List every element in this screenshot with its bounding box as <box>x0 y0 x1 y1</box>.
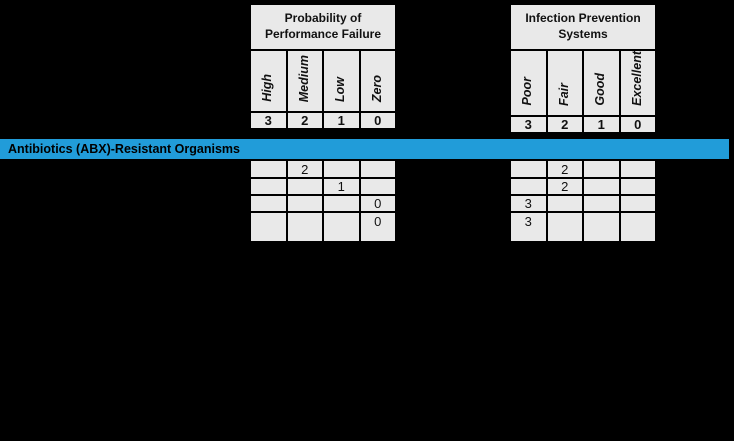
matrix-cell <box>509 159 548 179</box>
table-row: 0 <box>249 194 397 213</box>
matrix-cell <box>358 177 397 196</box>
column-header-cell: Excellent <box>618 49 657 117</box>
matrix-cell <box>322 194 361 213</box>
matrix-cell <box>249 159 288 179</box>
matrix-cell <box>618 159 657 179</box>
matrix-cell: 0 <box>358 211 397 243</box>
column-header-label: Poor <box>520 77 535 106</box>
matrix-cell <box>618 211 657 243</box>
column-header-label: Low <box>333 77 348 102</box>
matrix-cell: 2 <box>285 159 324 179</box>
matrix-cell <box>322 159 361 179</box>
matrix-cell <box>249 177 288 196</box>
table-row: 2 <box>249 159 397 179</box>
column-header-label: Good <box>593 73 608 106</box>
table-row: 3 <box>509 194 657 213</box>
table-row: 0 <box>249 211 397 243</box>
matrix-cell <box>582 211 621 243</box>
table-row: 1 <box>249 177 397 196</box>
column-header-cell: Zero <box>358 49 397 113</box>
matrix-cell <box>618 194 657 213</box>
matrix-cell <box>322 211 361 243</box>
matrix-cell <box>545 194 584 213</box>
column-score-value: 0 <box>358 111 397 130</box>
category-banner: Antibiotics (ABX)-Resistant Organisms <box>0 139 729 159</box>
column-score-value: 3 <box>249 111 288 130</box>
column-header-cell: Good <box>582 49 621 117</box>
matrix-cell: 1 <box>322 177 361 196</box>
table-row: 2 <box>509 159 657 179</box>
matrix-cell <box>582 194 621 213</box>
matrix-cell: 2 <box>545 177 584 196</box>
matrix-cell: 0 <box>358 194 397 213</box>
column-header-cell: High <box>249 49 288 113</box>
matrix-cell: 3 <box>509 194 548 213</box>
column-score-value: 3 <box>509 114 548 134</box>
column-header-label: Zero <box>369 74 384 102</box>
column-header-cell: Fair <box>545 49 584 117</box>
column-header-label: Fair <box>556 82 571 106</box>
matrix-cell <box>285 194 324 213</box>
table-row: 2 <box>509 177 657 196</box>
table-title: Probability of Performance Failure <box>249 3 397 51</box>
matrix-cell <box>285 177 324 196</box>
column-score-value: 2 <box>545 114 584 134</box>
matrix-cell <box>285 211 324 243</box>
column-score-value: 1 <box>582 114 621 134</box>
table-row: 3 <box>509 211 657 243</box>
matrix-cell <box>249 194 288 213</box>
matrix-cell <box>618 177 657 196</box>
matrix-cell <box>582 159 621 179</box>
table-title: Infection Prevention Systems <box>509 3 657 51</box>
matrix-cell <box>509 177 548 196</box>
column-header-label: Medium <box>296 54 311 102</box>
column-header-cell: Low <box>322 49 361 113</box>
matrix-cell <box>249 211 288 243</box>
matrix-cell <box>358 159 397 179</box>
column-score-value: 2 <box>285 111 324 130</box>
column-score-value: 1 <box>322 111 361 130</box>
matrix-cell <box>545 211 584 243</box>
column-header-cell: Poor <box>509 49 548 117</box>
column-header-cell: Medium <box>285 49 324 113</box>
matrix-cell: 3 <box>509 211 548 243</box>
matrix-cell: 2 <box>545 159 584 179</box>
column-header-label: Excellent <box>629 51 644 106</box>
column-score-value: 0 <box>618 114 657 134</box>
column-header-label: High <box>260 74 275 102</box>
category-banner-label: Antibiotics (ABX)-Resistant Organisms <box>8 142 240 156</box>
matrix-cell <box>582 177 621 196</box>
